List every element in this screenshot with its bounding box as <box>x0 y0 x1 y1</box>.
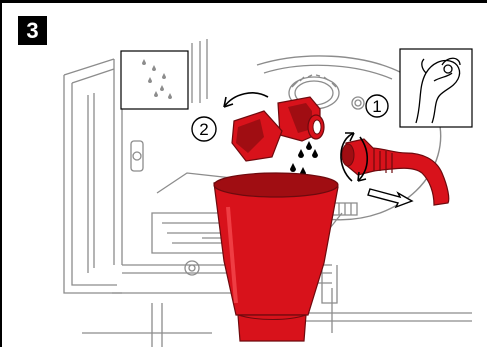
pull-arrow-icon <box>368 189 412 207</box>
hand-grip-icon <box>400 49 472 127</box>
valve-handle <box>232 111 282 161</box>
collection-cup <box>214 173 338 341</box>
callout-2-label: 2 <box>199 120 208 139</box>
shutoff-valve <box>278 97 324 141</box>
water-drips-icon <box>121 51 188 109</box>
installation-illustration: 1 2 <box>2 3 487 347</box>
callout-1-label: 1 <box>372 97 381 116</box>
rotate-arrow-icon <box>224 93 268 107</box>
callout-2: 2 <box>192 117 216 141</box>
step-number-badge: 3 <box>18 16 47 45</box>
callout-1: 1 <box>366 95 388 117</box>
